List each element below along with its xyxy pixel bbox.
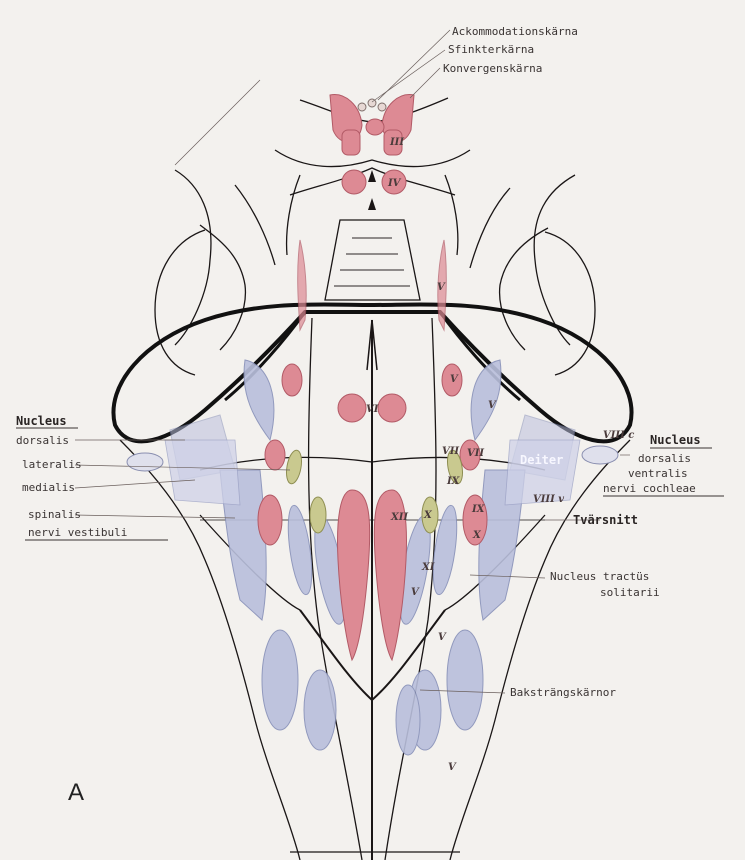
label-right-nervi-cochleae: nervi cochleae [603, 482, 696, 495]
numeral-VII-right: VII [467, 448, 484, 459]
numeral-VI: VI [366, 404, 379, 415]
label-right-nucleus: Nucleus [650, 433, 701, 447]
numeral-VII-left: VII [442, 446, 459, 457]
label-right-dorsalis: dorsalis [638, 452, 691, 465]
label-tractus-1: Nucleus tractüs [550, 570, 649, 583]
ventricle-marks [368, 170, 376, 210]
numeral-X-left: X [423, 510, 433, 521]
label-bakstrang: Baksträngskärnor [510, 686, 616, 699]
numeral-V-lower-left: V [411, 587, 420, 598]
label-left-dorsalis: dorsalis [16, 434, 69, 447]
label-konvergens: Konvergenskärna [443, 62, 542, 75]
label-tractus-2: solitarii [600, 586, 660, 599]
label-left-spinalis: spinalis [28, 508, 81, 521]
accommodation-circles [358, 99, 386, 111]
numeral-XII: XII [390, 512, 408, 523]
numeral-V-lower-right: V [438, 632, 447, 643]
top-labels: Ackommodationskärna Sfinkterkärna Konver… [443, 25, 578, 75]
numeral-V-bottom: V [448, 762, 457, 773]
numeral-X-right: X [472, 530, 482, 541]
label-left-nucleus: Nucleus [16, 414, 67, 428]
numeral-VIII-c: VIII c [603, 430, 634, 441]
numeral-IX-right: IX [471, 504, 486, 515]
label-right-ventralis: ventralis [628, 467, 688, 480]
label-left-lateralis: lateralis [22, 458, 82, 471]
panel-label: A [68, 779, 84, 806]
numeral-V-upper: V [437, 282, 446, 293]
numeral-V-mid-right: V [450, 374, 459, 385]
label-deiter: Deiter [520, 453, 563, 467]
label-sfinkter: Sfinkterkärna [448, 43, 534, 56]
numeral-V-lateral: V [488, 400, 497, 411]
left-labels: Nucleus dorsalis lateralis medialis spin… [16, 414, 127, 539]
numeral-IX-left: IX [446, 476, 461, 487]
numeral-IV: IV [387, 178, 402, 189]
pons-stripes [334, 238, 410, 286]
numeral-III: III [389, 137, 404, 148]
label-tvarsnitt: Tvärsnitt [573, 513, 638, 527]
label-ackommodation: Ackommodationskärna [452, 25, 578, 38]
numeral-VIII-v: VIII v [533, 494, 564, 505]
numeral-XI: XI [421, 562, 435, 573]
label-left-nervi-vestibuli: nervi vestibuli [28, 526, 127, 539]
label-left-medialis: medialis [22, 481, 75, 494]
